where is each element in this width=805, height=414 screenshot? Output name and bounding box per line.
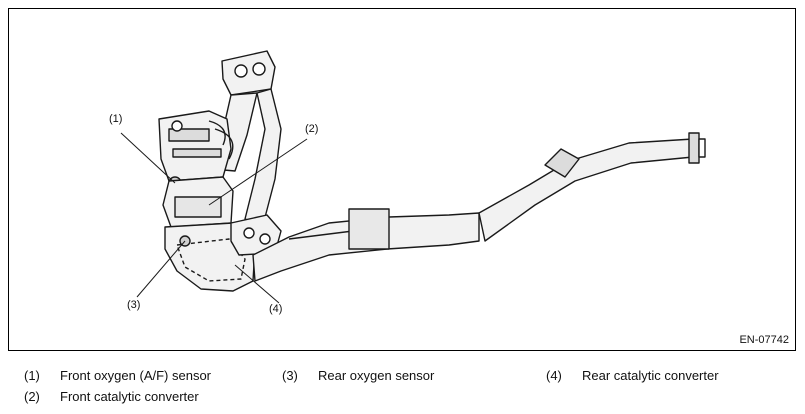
legend-item-1: (1) Front oxygen (A/F) sensor xyxy=(24,368,211,383)
figure-code: EN-07742 xyxy=(739,334,789,346)
legend-item-3: (3) Rear oxygen sensor xyxy=(282,368,434,383)
callout-3: (3) xyxy=(127,299,141,311)
legend-item-2: (2) Front catalytic converter xyxy=(24,389,199,404)
legend-number: (4) xyxy=(546,368,562,383)
callout-1: (1) xyxy=(109,113,123,125)
tail-flange xyxy=(688,132,700,164)
legend-number: (1) xyxy=(24,368,40,383)
figure-frame: (1) (2) (3) (4) EN-07742 xyxy=(8,8,796,351)
leader-4 xyxy=(234,264,280,304)
callout-4: (4) xyxy=(269,303,283,315)
rear-pipe xyxy=(478,138,694,242)
legend-number: (3) xyxy=(282,368,298,383)
legend-item-4: (4) Rear catalytic converter xyxy=(546,368,719,383)
upper-flange xyxy=(221,50,276,96)
callout-2: (2) xyxy=(305,123,319,135)
leader-1 xyxy=(120,132,176,184)
front-pipe-assembly xyxy=(158,110,232,182)
legend-text: Front oxygen (A/F) sensor xyxy=(60,368,211,383)
legend-text: Front catalytic converter xyxy=(60,389,199,404)
exhaust-system-illustration xyxy=(120,50,706,304)
hanger-bracket xyxy=(544,148,580,178)
leader-3 xyxy=(136,240,186,298)
legend-text: Rear catalytic converter xyxy=(582,368,719,383)
leader-2 xyxy=(208,138,308,206)
legend-text: Rear oxygen sensor xyxy=(318,368,435,383)
legend-number: (2) xyxy=(24,389,40,404)
